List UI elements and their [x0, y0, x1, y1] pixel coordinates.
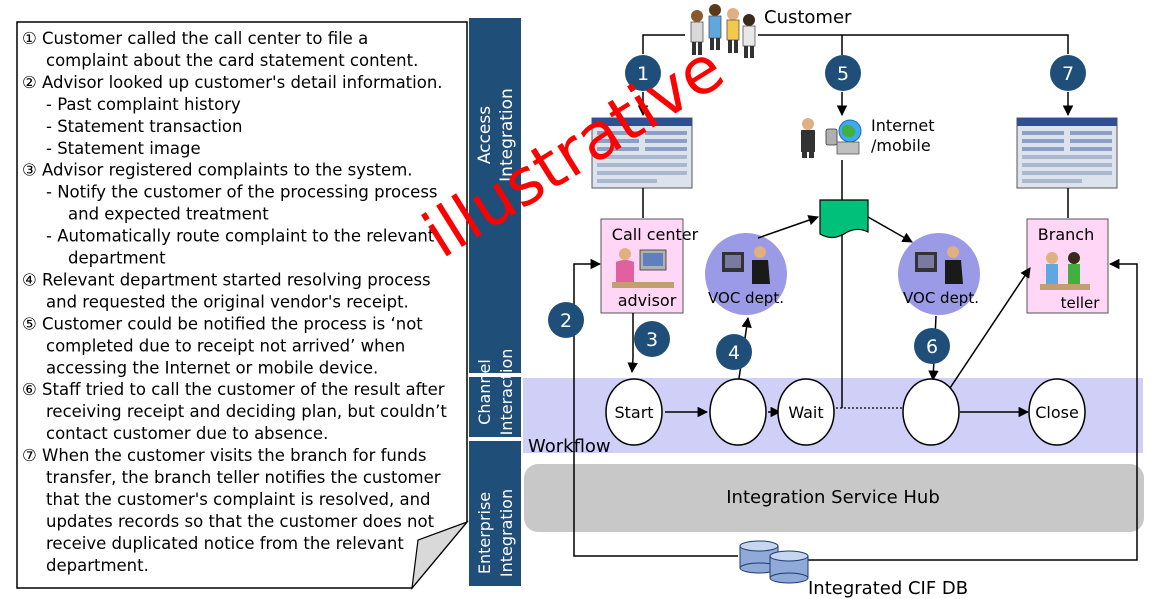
note-line: completed due to receipt not arrived’ wh…	[46, 336, 405, 355]
workflow-node-label: Close	[1035, 403, 1079, 422]
call-center-box: Call center advisor	[600, 218, 699, 314]
note-line: and requested the original vendor's rece…	[46, 292, 409, 311]
internet-label-line2: /mobile	[871, 136, 931, 155]
internet-user-icon	[801, 118, 838, 158]
note-line: ② Advisor looked up customer's detail in…	[22, 73, 443, 92]
teller-label: teller	[1061, 294, 1101, 312]
workflow-node	[777, 378, 835, 446]
advisor-label: advisor	[618, 291, 677, 310]
note-line: ④ Relevant department started resolving …	[22, 270, 431, 289]
note-line: updates records so that the customer doe…	[46, 512, 435, 531]
document-icon	[819, 199, 869, 239]
step-marker	[914, 328, 950, 364]
note-line: accessing the Internet or mobile device.	[46, 358, 378, 377]
workflow-nodes: Start Wait Close	[605, 378, 1086, 446]
notes-callout: ① Customer called the call center to fil…	[16, 21, 469, 590]
note-line: ⑥ Staff tried to call the customer of th…	[22, 380, 445, 399]
step-marker	[825, 55, 861, 91]
customer-label: Customer	[764, 7, 852, 28]
note-line: ⑤ Customer could be notified the process…	[22, 314, 423, 333]
note-line: department.	[46, 556, 149, 575]
screen-thumbnail-left	[591, 117, 693, 189]
step-marker	[548, 302, 584, 338]
layer-bar-enterprise	[469, 441, 521, 586]
workflow-node	[709, 378, 767, 446]
integration-hub	[524, 464, 1144, 532]
note-line: - Statement transaction	[46, 117, 242, 136]
globe-icon	[836, 119, 862, 155]
cif-database-icon	[739, 540, 809, 584]
top-connectors	[637, 34, 1074, 117]
voc-dept-right: VOC dept.	[898, 233, 980, 315]
note-line: contact customer due to absence.	[46, 424, 328, 443]
note-line: ③ Advisor registered complaints to the s…	[22, 161, 413, 180]
note-line: that the customer's complaint is resolve…	[46, 490, 431, 509]
step-number: 1	[637, 63, 649, 85]
step-number: 7	[1062, 63, 1074, 85]
step-number: 6	[926, 336, 938, 358]
workflow-node	[605, 378, 663, 446]
layer-bar-access	[469, 18, 521, 373]
note-line: - Automatically route complaint to the r…	[46, 227, 435, 246]
call-center-label: Call center	[612, 225, 699, 244]
step-markers: 1 2 3 4 5 6 7	[548, 55, 1086, 370]
workflow-label: Workflow	[528, 436, 611, 457]
note-line: ① Customer called the call center to fil…	[22, 29, 368, 48]
step-marker	[716, 334, 752, 370]
db-label: Integrated CIF DB	[808, 578, 968, 599]
layer-access-line1: Access	[475, 106, 495, 164]
layer-access-line2: Integration	[497, 88, 517, 182]
note-line: - Past complaint history	[46, 95, 241, 114]
workflow-node-label: Start	[614, 403, 653, 422]
step-number: 4	[728, 342, 740, 364]
layer-enterprise-line1: Enterprise	[475, 492, 494, 574]
note-line: receiving receipt and deciding plan, but…	[46, 402, 447, 421]
branch-teller-icon	[1040, 252, 1090, 290]
layer-bar-channel	[469, 377, 521, 437]
note-line: - Notify the customer of the processing …	[46, 183, 438, 202]
step-marker	[625, 55, 661, 91]
workflow-node	[902, 378, 960, 446]
step-number: 5	[837, 63, 849, 85]
notes-text: ① Customer called the call center to fil…	[22, 29, 447, 575]
step-marker	[634, 321, 670, 357]
note-line: - Statement image	[46, 139, 201, 158]
layer-channel-line2: Interaction	[497, 349, 516, 436]
note-line: transfer, the branch teller notifies the…	[46, 468, 441, 487]
note-line: and expected treatment	[68, 205, 269, 224]
customer-people-icon	[690, 4, 756, 58]
step-marker	[1050, 55, 1086, 91]
voc-dept-left: VOC dept.	[705, 233, 787, 315]
step-number: 3	[646, 329, 658, 351]
layer-enterprise-line2: Integration	[497, 489, 516, 577]
hub-label: Integration Service Hub	[726, 487, 940, 508]
layer-bars: Access Integration Channel Interaction E…	[469, 18, 521, 586]
voc-right-label: VOC dept.	[903, 289, 979, 307]
workflow-node	[1028, 378, 1086, 446]
branch-box: Branch teller	[1026, 218, 1109, 314]
screen-thumbnail-right	[1016, 117, 1118, 189]
internet-label-line1: Internet	[871, 116, 935, 135]
call-center-agent-icon	[612, 248, 674, 288]
branch-label: Branch	[1038, 225, 1094, 244]
voc-left-label: VOC dept.	[708, 289, 784, 307]
layer-channel-line1: Channel	[475, 359, 494, 425]
note-line: department	[68, 249, 166, 268]
note-line: ⑦ When the customer visits the branch fo…	[22, 446, 426, 465]
note-line: complaint about the card statement conte…	[46, 51, 418, 70]
step-number: 2	[560, 310, 572, 332]
note-line: receive duplicated notice from the relev…	[46, 534, 404, 553]
workflow-node-label: Wait	[788, 403, 823, 422]
